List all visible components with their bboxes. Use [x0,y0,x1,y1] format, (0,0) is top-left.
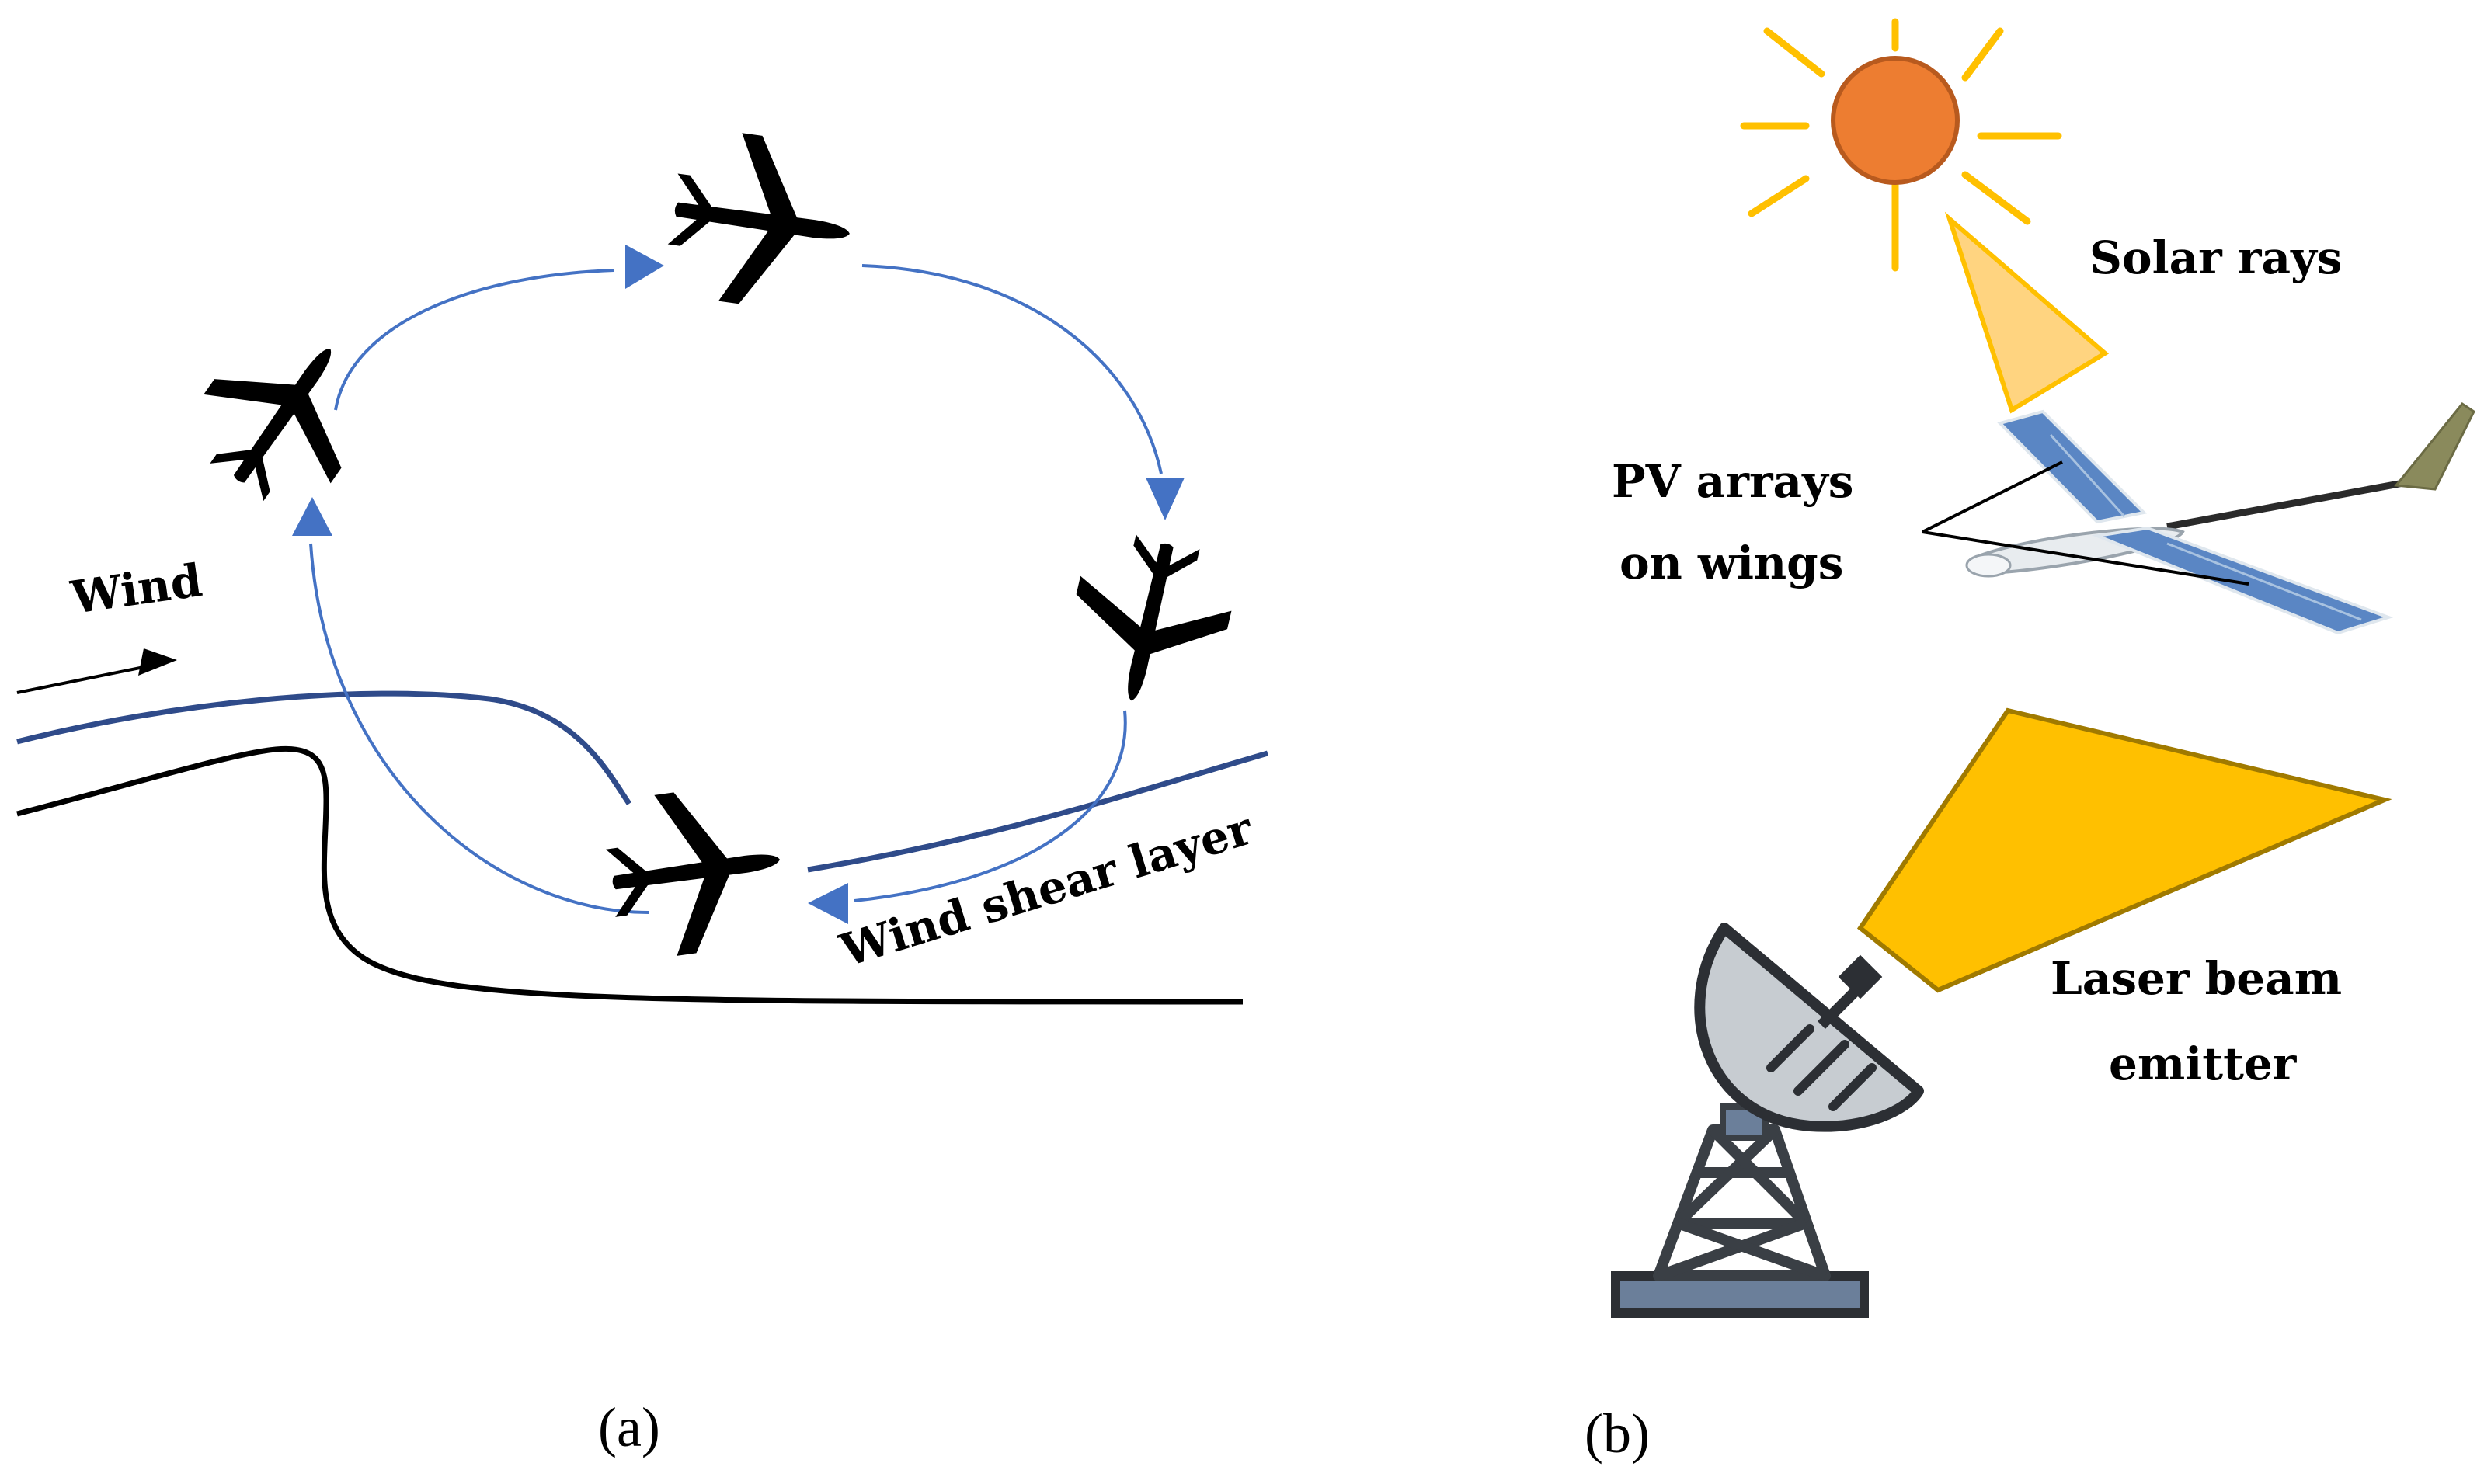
terrain-line [16,745,1244,1005]
laser-label-line1: Laser beam [2051,952,2342,1005]
laser-beam [1856,707,2392,993]
pv-arrays-label-line2: on wings [1619,537,1843,589]
solar-rays-label: Solar rays [2089,231,2342,284]
flight-path-segment-1 [334,269,614,411]
flight-path-segment-2 [861,264,1163,474]
solar-beam [1944,211,2110,414]
solar-uav-icon [1965,401,2475,635]
wind-shear-label: Wind shear layer [833,801,1259,978]
caption-b: (b) [1585,1402,1650,1465]
flight-path-segment-3 [854,710,1127,902]
flight-path-segment-4 [309,543,649,914]
wind-arrow [16,661,162,694]
caption-a: (a) [598,1396,660,1458]
wind-label: Wind [67,554,205,624]
aircraft-icon-top [660,124,862,318]
aircraft-icon-bottom [599,779,791,964]
pv-arrays-label-line1: PV arrays [1612,455,1853,508]
pv-pointer-lines [1922,460,2249,586]
wind-shear-line [807,750,1268,873]
laser-label-line2: emitter [2109,1037,2298,1090]
aircraft-icon-left [173,304,394,527]
panel-b: Solar rays PV arrays on wings Laser beam… [1585,18,2475,1465]
panel-a: Wind Wind shear layer (a) [16,124,1268,1458]
laser-emitter-icon [1611,923,1924,1318]
sun-icon [1740,18,2062,272]
wind-streamline [16,690,631,805]
aircraft-icon-right [1056,524,1244,718]
